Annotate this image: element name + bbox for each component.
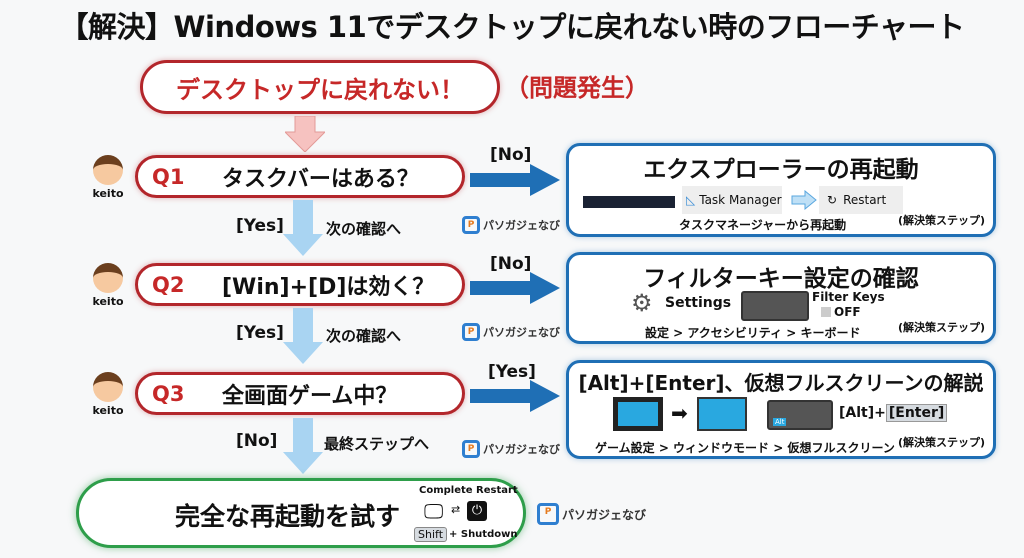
next-text: 次の確認へ: [326, 327, 402, 345]
next-label: [Yes]: [236, 323, 284, 343]
solution-step: (解決策ステップ): [897, 214, 985, 227]
restart-icon: ↻: [827, 193, 838, 207]
solution-caption: タスクマネージャーから再起動: [679, 218, 847, 232]
keyboard-icon: Alt: [767, 400, 833, 430]
avatar: keito: [88, 263, 128, 308]
windowed-game-icon: [613, 397, 663, 431]
task-manager-box: ◺Task Manager: [682, 186, 782, 214]
person-icon: [93, 263, 123, 293]
toggle-state: OFF: [834, 305, 861, 319]
arrow-icon: ➡: [671, 401, 688, 425]
next-label: [No]: [236, 431, 278, 451]
question-q2: Q2 [Win]+[D]は効く？: [135, 263, 465, 306]
solution-title: フィルターキー設定の確認: [643, 266, 919, 292]
avatar-name: keito: [92, 187, 124, 200]
solution-title: エクスプローラーの再起動: [643, 157, 919, 183]
shortcut-alt: [Alt]+: [839, 405, 886, 421]
settings-label: Settings: [665, 295, 732, 311]
question-number: Q2: [152, 272, 185, 297]
person-icon: [93, 372, 123, 402]
chart-icon: ◺: [686, 193, 696, 207]
logo-icon: P: [537, 503, 559, 525]
final-node: 完全な再起動を試す Complete Restart 🖵 ⇄ ⏻ Shift +…: [76, 478, 526, 548]
solution-caption: 設定 > アクセシビリティ > キーボード: [645, 326, 861, 340]
question-q3: Q3 全画面ゲーム中？: [135, 372, 465, 415]
question-text: 全画面ゲーム中？: [222, 383, 398, 409]
solution-3: [Alt]+[Enter]、仮想フルスクリーンの解説 ➡ Alt [Alt]+[…: [566, 360, 996, 459]
arrow-down-icon: [283, 418, 323, 474]
next-text: 次の確認へ: [326, 220, 402, 238]
task-manager-label: Task Manager: [699, 193, 782, 207]
final-text: 完全な再起動を試す: [175, 502, 401, 531]
alt-key: Alt: [773, 418, 787, 426]
start-note: （問題発生）: [505, 74, 649, 102]
fullscreen-game-icon: [697, 397, 747, 431]
filter-keys-toggle: OFF: [821, 305, 861, 319]
arrow-right-icon: [470, 272, 560, 304]
branch-label: [No]: [490, 254, 532, 274]
logo-text: パソガジェなび: [483, 219, 560, 232]
start-node: デスクトップに戻れない！: [140, 60, 500, 114]
shortcut: [Alt]+[Enter]: [839, 404, 948, 422]
arrow-right-icon: [470, 380, 560, 412]
logo-text: パソガジェなび: [483, 443, 560, 456]
toggle-icon: [821, 307, 831, 317]
logo-text: パソガジェなび: [483, 326, 560, 339]
start-text: デスクトップに戻れない！: [176, 75, 464, 104]
solution-1: エクスプローラーの再起動 ◺Task Manager ↻ Restart タスクマ…: [566, 143, 996, 237]
keyboard-icon: [741, 291, 809, 321]
logo-icon: P: [462, 440, 480, 458]
avatar: keito: [88, 155, 128, 200]
restart-label: Restart: [843, 193, 887, 207]
logo-icon: P: [462, 216, 480, 234]
question-number: Q3: [152, 381, 185, 406]
solution-caption: ゲーム設定 > ウィンドウモード > 仮想フルスクリーン: [595, 441, 895, 455]
filter-keys-label: Filter Keys: [812, 290, 885, 304]
swap-icon: ⇄: [451, 503, 461, 516]
complete-restart-label: Complete Restart: [419, 485, 518, 496]
monitor-icon: 🖵: [424, 499, 444, 523]
question-number: Q1: [152, 164, 185, 189]
avatar-name: keito: [92, 404, 124, 417]
arrow-icon: [791, 190, 817, 210]
question-text: [Win]+[D]は効く？: [222, 274, 435, 300]
shortcut-enter: [Enter]: [885, 404, 948, 422]
taskbar-icon: [583, 196, 675, 208]
arrow-down-pink: [285, 116, 325, 152]
logo-icon: P: [462, 323, 480, 341]
branch-label: [No]: [490, 145, 532, 165]
power-icon: ⏻: [467, 501, 487, 521]
page-title: 【解決】Windows 11でデスクトップに戻れない時のフローチャート: [59, 10, 965, 44]
solution-step: (解決策ステップ): [897, 436, 985, 449]
person-icon: [93, 155, 123, 185]
next-text: 最終ステップへ: [324, 435, 430, 453]
question-q1: Q1 タスクバーはある？: [135, 155, 465, 198]
avatar: keito: [88, 372, 128, 417]
arrow-down-icon: [283, 200, 323, 256]
solution-title: [Alt]+[Enter]、仮想フルスクリーンの解説: [578, 371, 984, 395]
shift-key: Shift: [414, 527, 448, 542]
avatar-name: keito: [92, 295, 124, 308]
solution-step: (解決策ステップ): [897, 321, 985, 334]
arrow-right-icon: [470, 164, 560, 196]
branch-label: [Yes]: [488, 362, 536, 382]
shutdown-label: + Shutdown: [449, 529, 518, 540]
arrow-down-icon: [283, 308, 323, 364]
question-text: タスクバーはある？: [222, 166, 419, 192]
solution-2: フィルターキー設定の確認 ⚙ Settings Filter Keys OFF …: [566, 252, 996, 344]
next-label: [Yes]: [236, 216, 284, 236]
restart-box: ↻ Restart: [819, 186, 903, 214]
gear-icon: ⚙: [631, 289, 653, 317]
logo-text: パソガジェなび: [562, 507, 647, 522]
